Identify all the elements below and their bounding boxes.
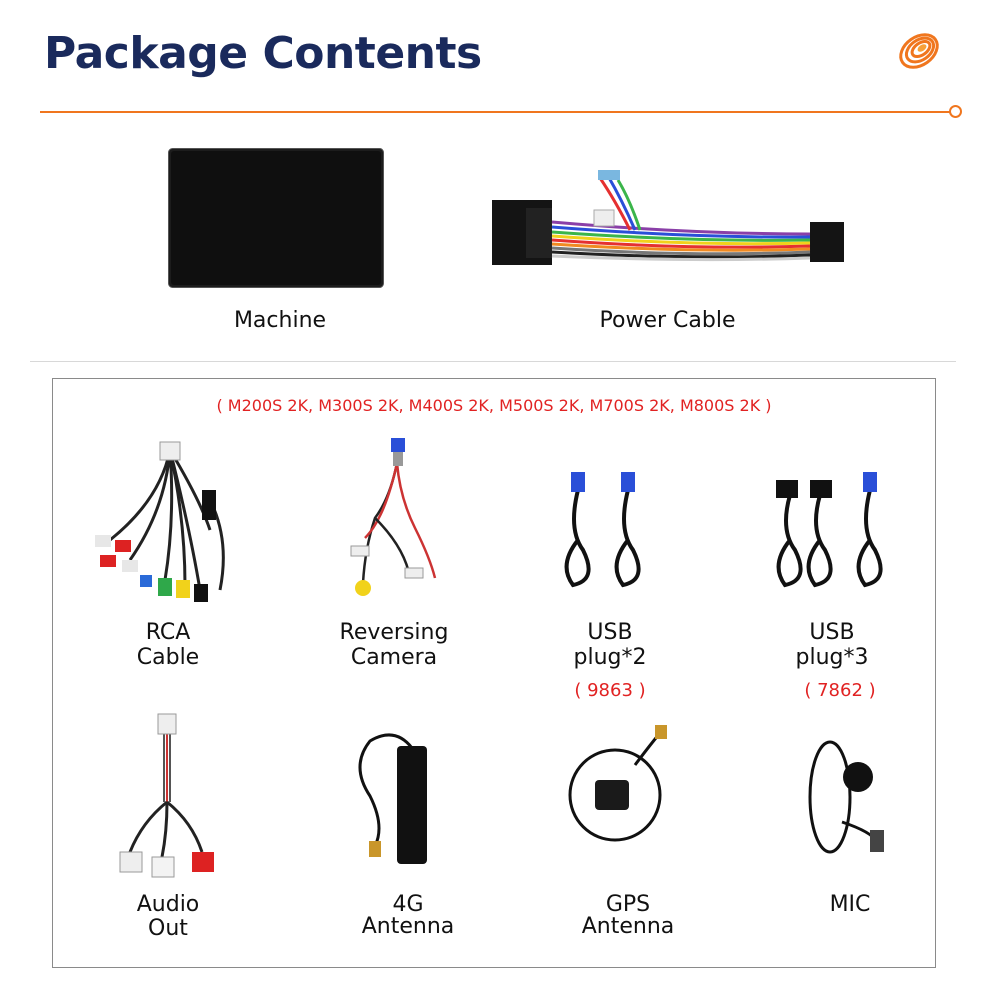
wiring-harness-icon	[492, 170, 844, 265]
usb-plug-x3-label-line1: USB	[809, 620, 855, 645]
usb-plug-x2-label-line1: USB	[587, 620, 633, 645]
rca-cable-icon	[95, 441, 225, 602]
usb-plug-x2-note: ( 9863 )	[574, 680, 646, 701]
header-rule-end-dot	[949, 105, 962, 118]
section-divider	[30, 361, 956, 362]
accessories-panel	[52, 378, 936, 968]
microphone-icon	[808, 740, 884, 854]
machine-label: Machine	[233, 308, 327, 333]
usb-plug-x3-note: ( 7862 )	[804, 680, 876, 701]
power-cable-label: Power Cable	[599, 308, 736, 333]
rca-cable-label-line2: Cable	[136, 645, 200, 670]
models-note: ( M200S 2K, M300S 2K, M400S 2K, M500S 2K…	[216, 396, 772, 415]
usb-plug-x3-label-line2: plug*3	[795, 645, 869, 670]
header-rule	[40, 111, 952, 113]
page-title: Package Contents	[44, 28, 482, 79]
reversing-camera-cable-icon	[350, 438, 437, 596]
rca-cable-label-line1: RCA	[145, 620, 191, 645]
reversing-camera-label-line2: Camera	[350, 645, 438, 670]
mic-label: MIC	[829, 892, 871, 917]
usb-plug-x2-icon	[564, 472, 641, 588]
gps-antenna-label-line1: GPS	[605, 892, 651, 917]
audio-out-label-line1: Audio	[136, 892, 200, 917]
gps-antenna-icon	[568, 725, 667, 842]
reversing-camera-label-line1: Reversing	[339, 620, 449, 645]
audio-out-label-line2: Out	[148, 916, 188, 941]
screen-unit-icon	[168, 148, 384, 288]
4g-antenna-label-line1: 4G	[392, 892, 424, 917]
usb-plug-x2-label-line2: plug*2	[573, 645, 647, 670]
usb-plug-x3-icon	[776, 472, 883, 588]
orange-spiral-logo-icon	[899, 33, 939, 69]
gps-antenna-label-line2: Antenna	[581, 914, 675, 939]
4g-antenna-icon	[358, 733, 427, 864]
4g-antenna-label-line2: Antenna	[361, 914, 455, 939]
audio-out-cable-icon	[119, 713, 214, 878]
